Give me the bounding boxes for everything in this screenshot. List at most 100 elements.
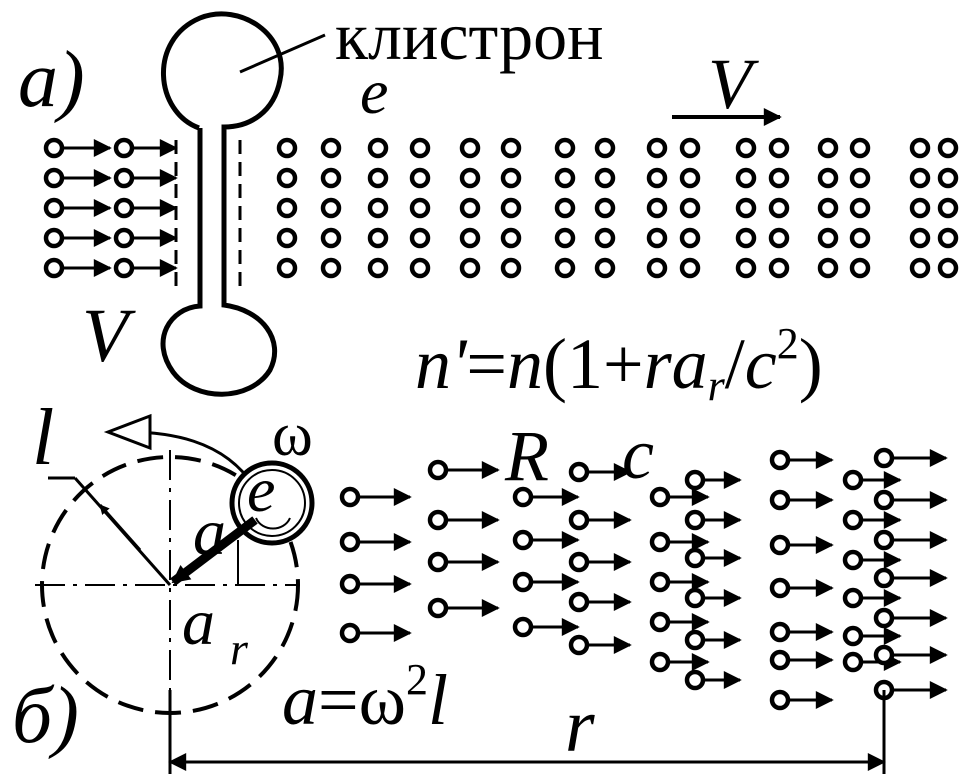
- electron-dot: [43, 137, 65, 159]
- electron-dot: [427, 597, 449, 619]
- electron-dot: [459, 197, 481, 219]
- electron-dot: [43, 167, 65, 189]
- electron-dot: [873, 447, 895, 469]
- radial-accel-label: a: [182, 586, 215, 659]
- acceleration-formula: a=ω2l: [282, 658, 448, 737]
- electron-dot: [768, 227, 790, 249]
- electron-dot: [684, 469, 706, 491]
- electron-dot: [735, 227, 757, 249]
- electron-dot: [427, 509, 449, 531]
- electron-dot: [649, 651, 671, 673]
- electron-dot: [909, 167, 931, 189]
- electron-dot: [849, 227, 871, 249]
- electron-dot: [849, 167, 871, 189]
- electron-dot: [459, 167, 481, 189]
- klystron-label: клистрон: [335, 0, 604, 74]
- electron-dot: [873, 529, 895, 551]
- electron-dot: [937, 167, 959, 189]
- electron-dot: [909, 197, 931, 219]
- electron-dot: [679, 197, 701, 219]
- electron-dot: [512, 571, 534, 593]
- electron-dot: [339, 531, 361, 553]
- electron-dot: [684, 509, 706, 531]
- electron-dot: [554, 137, 576, 159]
- electron-dot: [873, 607, 895, 629]
- electron-dot: [409, 197, 431, 219]
- acceleration-arrow: [170, 516, 258, 586]
- electron-dot: [842, 625, 864, 647]
- electron-dot: [769, 577, 791, 599]
- electron-dot: [817, 137, 839, 159]
- electron-dot: [735, 197, 757, 219]
- electron-dot: [684, 629, 706, 651]
- electron-dot: [427, 551, 449, 573]
- formula-r: r: [643, 324, 672, 404]
- electron-dot: [320, 167, 342, 189]
- electron-dot: [427, 459, 449, 481]
- electron-flow-b: [339, 447, 948, 711]
- electron-dot: [842, 469, 864, 491]
- electron-dot: [769, 449, 791, 471]
- electron-dot: [684, 669, 706, 691]
- electron-dot: [849, 137, 871, 159]
- electron-dot: [646, 167, 668, 189]
- electron-dot: [339, 573, 361, 595]
- rotation-arrowhead: [103, 413, 152, 451]
- electron-dot: [735, 137, 757, 159]
- electron-dot: [568, 591, 590, 613]
- klystron-gap-lines: [174, 140, 242, 290]
- electron-dot: [817, 227, 839, 249]
- electron-dot: [684, 547, 706, 569]
- electron-dot: [679, 227, 701, 249]
- electron-dot: [409, 257, 431, 279]
- electron-dot: [554, 227, 576, 249]
- electron-dot: [276, 257, 298, 279]
- formula-close: ): [798, 324, 823, 404]
- electron-dot: [735, 257, 757, 279]
- electron-dot: [649, 571, 671, 593]
- formula-equals: =: [466, 324, 508, 404]
- electron-dot: [684, 587, 706, 609]
- electron-dot: [769, 649, 791, 671]
- electron-dot: [937, 257, 959, 279]
- electron-dot: [873, 644, 895, 666]
- electron-dot: [768, 257, 790, 279]
- electron-dot: [409, 227, 431, 249]
- electron-dot: [113, 197, 135, 219]
- length-label: l: [32, 394, 55, 482]
- electron-dot: [909, 137, 931, 159]
- electron-dot: [594, 227, 616, 249]
- electron-dot: [842, 509, 864, 531]
- electron-dot: [679, 257, 701, 279]
- electron-dot: [367, 197, 389, 219]
- panel-b-label: б): [12, 672, 79, 760]
- electron-dot: [568, 461, 590, 483]
- electron-dot: [849, 197, 871, 219]
- density-formula: n'=n(1+rar/c2): [415, 322, 823, 408]
- electron-dot: [276, 227, 298, 249]
- electron-dot: [367, 137, 389, 159]
- electron-dot: [769, 534, 791, 556]
- electron-dot: [568, 551, 590, 573]
- electron-dot: [568, 634, 590, 656]
- electron-dot: [768, 167, 790, 189]
- formula-open: (1+: [543, 324, 644, 404]
- electron-dot: [367, 257, 389, 279]
- electron-dot: [679, 167, 701, 189]
- electron-dot: [937, 137, 959, 159]
- electron-dot: [817, 167, 839, 189]
- electron-dot: [554, 167, 576, 189]
- electron-dot: [646, 197, 668, 219]
- electron-dot: [679, 137, 701, 159]
- formula-a-lhs: a: [282, 660, 318, 740]
- electron-dot: [909, 257, 931, 279]
- formula-a-sub: r: [707, 361, 725, 410]
- electron-dot: [769, 689, 791, 711]
- electron-dot: [769, 621, 791, 643]
- electron-dot: [459, 257, 481, 279]
- electron-dot: [43, 227, 65, 249]
- formula-c: c: [744, 324, 777, 404]
- electron-dot: [43, 257, 65, 279]
- electron-dot: [113, 227, 135, 249]
